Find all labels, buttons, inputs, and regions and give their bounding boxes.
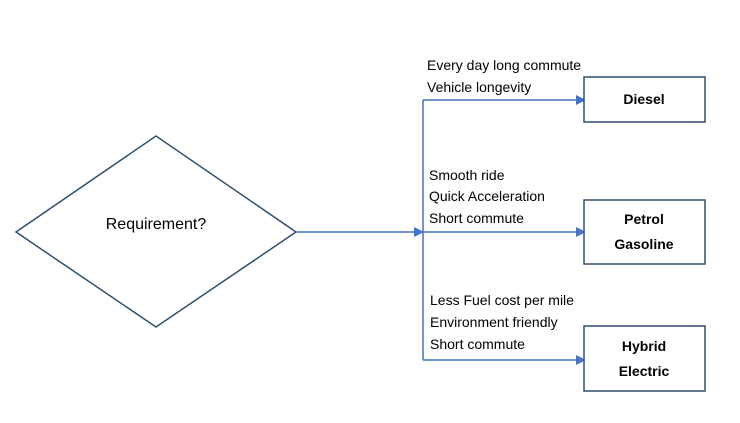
condition-text: Vehicle longevity [427,79,531,95]
outcome-box-diesel [583,76,706,123]
condition-text: Smooth ride [429,167,505,183]
condition-text: Environment friendly [430,314,558,330]
outcome-label: Electric [619,363,670,379]
outcome-label: Diesel [623,91,664,107]
condition-text: Short commute [430,336,525,352]
outcome-box-hybrid [583,325,706,392]
outcome-label: Gasoline [614,236,673,252]
condition-text: Short commute [429,210,524,226]
decision-label: Requirement? [106,216,207,233]
outcome-label: Hybrid [622,338,666,354]
outcome-label: Petrol [624,211,664,227]
condition-text: Every day long commute [427,57,581,73]
condition-text: Quick Acceleration [429,188,545,204]
condition-text: Less Fuel cost per mile [430,292,574,308]
outcome-box-petrol [583,199,706,265]
